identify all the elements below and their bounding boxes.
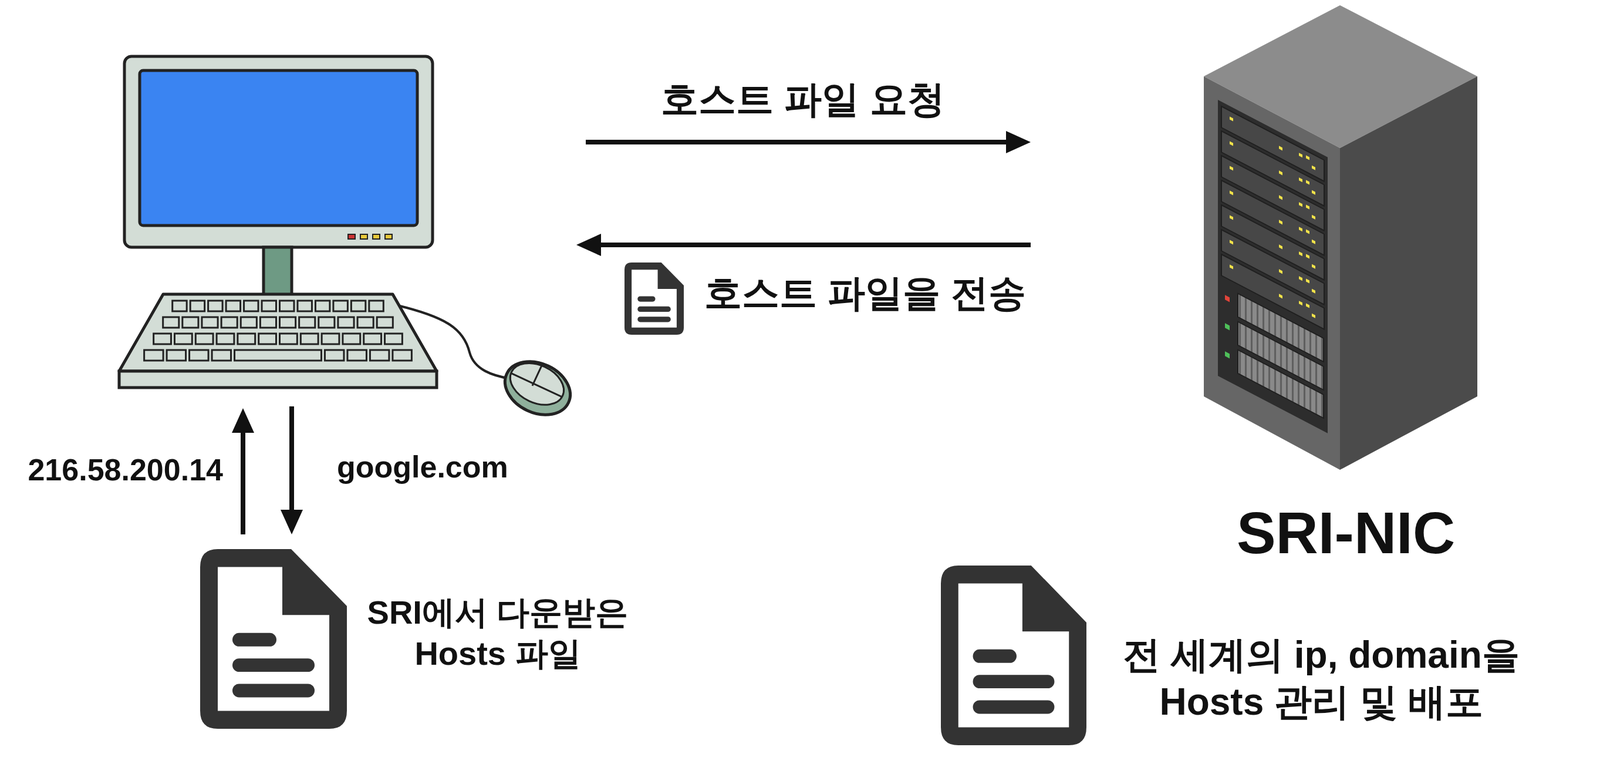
- server-node: SRI-NIC: [1197, 0, 1491, 576]
- server-rack: [1203, 5, 1478, 470]
- document-icon: [200, 548, 347, 729]
- node-text: 전 세계의 ip, domain을 Hosts 관리 및 배포: [1105, 630, 1538, 725]
- arrow-label: 호스트 파일을 전송: [704, 270, 1026, 316]
- arrow-label: 호스트 파일 요청: [660, 76, 945, 123]
- computer: [119, 56, 579, 425]
- document-icon: [624, 262, 684, 335]
- master-hosts-node: 전 세계의 ip, domain을 Hosts 관리 및 배포: [933, 557, 1597, 752]
- domain-label: google.com: [336, 448, 509, 485]
- node-text: SRI-NIC: [1236, 495, 1456, 570]
- node-text: SRI에서 다운받은 Hosts 파일: [339, 591, 656, 674]
- document-icon: [940, 565, 1087, 745]
- hosts-file-node: SRI에서 다운받은 Hosts 파일: [193, 542, 722, 737]
- ip-address-label: 216.58.200.14: [27, 451, 224, 488]
- arrows: [231, 130, 1031, 535]
